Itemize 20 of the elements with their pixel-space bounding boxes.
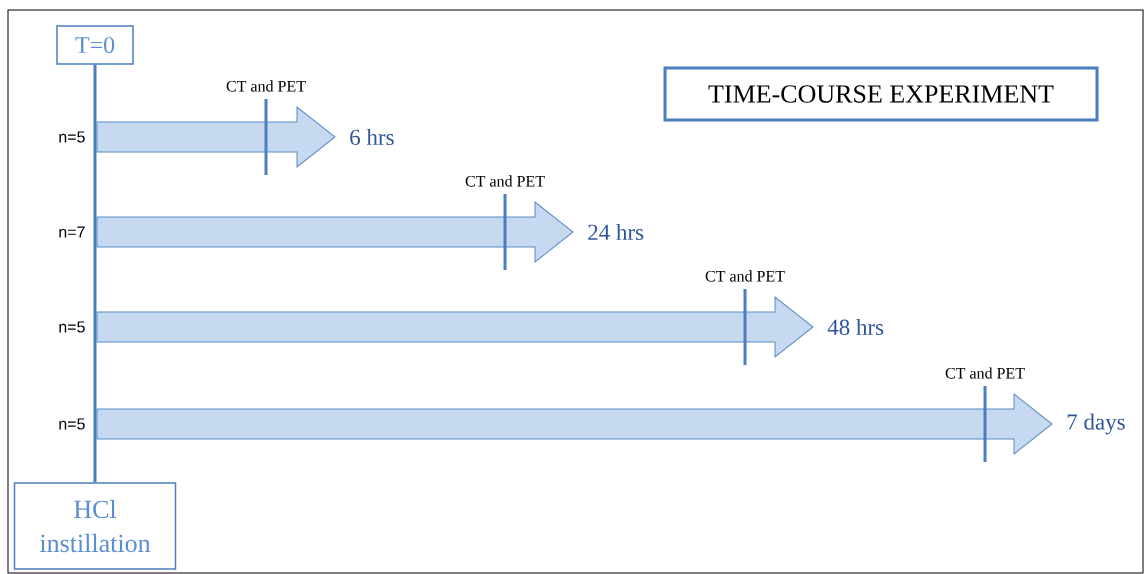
block-arrow bbox=[96, 296, 814, 358]
time-label: 7 days bbox=[1067, 413, 1125, 435]
time-label: 6 hrs bbox=[350, 128, 394, 146]
scan-label: CT and PET bbox=[226, 80, 306, 92]
start-box: T=0 bbox=[56, 25, 134, 65]
scan-label: CT and PET bbox=[945, 367, 1025, 379]
title-box: TIME-COURSE EXPERIMENT bbox=[663, 66, 1099, 122]
group-size-label: n=7 bbox=[59, 226, 85, 238]
group-size-label: n=5 bbox=[59, 418, 85, 430]
block-arrow bbox=[96, 201, 574, 263]
group-size-label: n=5 bbox=[59, 131, 85, 143]
block-arrow bbox=[96, 106, 336, 168]
time-label: 48 hrs bbox=[827, 318, 884, 336]
block-arrow bbox=[96, 393, 1053, 455]
timeline bbox=[93, 64, 97, 483]
group-size-label: n=5 bbox=[59, 321, 85, 333]
time-label: 24 hrs bbox=[588, 223, 644, 241]
start-box: HCl instillation bbox=[13, 482, 177, 570]
scan-label: CT and PET bbox=[465, 175, 545, 187]
scan-label: CT and PET bbox=[705, 270, 785, 282]
